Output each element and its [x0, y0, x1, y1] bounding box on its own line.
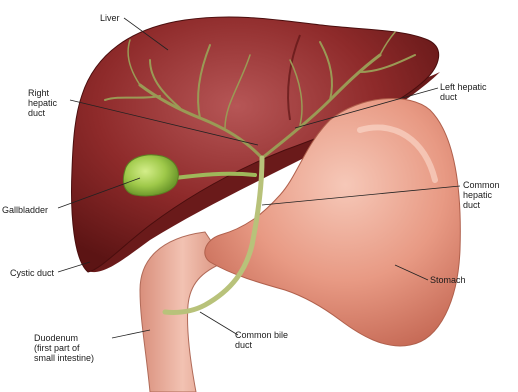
label-right-hepatic-duct: Right hepatic duct [28, 88, 57, 118]
label-common-hepatic-duct: Common hepatic duct [463, 180, 500, 210]
label-cystic-duct: Cystic duct [10, 268, 54, 278]
label-duodenum: Duodenum (first part of small intestine) [34, 333, 94, 363]
label-liver: Liver [100, 13, 120, 23]
label-stomach: Stomach [430, 275, 466, 285]
label-left-hepatic-duct: Left hepatic duct [440, 82, 487, 102]
label-common-bile-duct: Common bile duct [235, 330, 288, 350]
label-gallbladder: Gallbladder [2, 205, 48, 215]
gallbladder [123, 155, 178, 196]
